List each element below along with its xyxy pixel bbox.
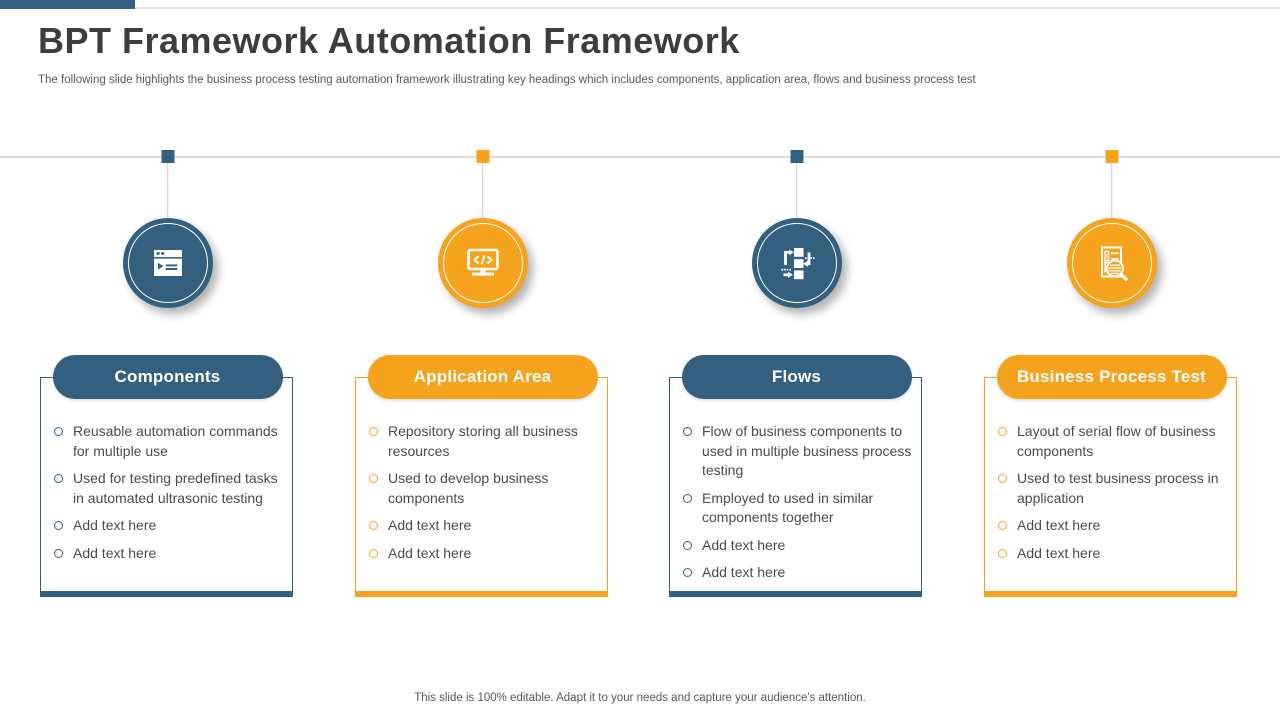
- column-header-label: Application Area: [413, 367, 552, 386]
- bullet-marker: [54, 521, 63, 530]
- flows-icon-badge: [751, 218, 842, 308]
- list-item: Add text here: [54, 516, 284, 536]
- terminal-window-icon: [153, 250, 182, 276]
- bullet-text: Repository storing all business resource…: [388, 423, 578, 459]
- column-card-flows: Flow of business components to used in m…: [669, 377, 922, 597]
- list-item: Repository storing all business resource…: [369, 422, 599, 461]
- column-card-business-process-test: Layout of serial flow of business compon…: [984, 377, 1237, 597]
- bullet-marker: [683, 493, 692, 503]
- bullet-text: Used to develop business components: [388, 470, 549, 506]
- bullet-marker: [54, 427, 63, 436]
- bullet-text: Used to test business process in applica…: [1017, 470, 1219, 506]
- list-item: Add text here: [683, 563, 913, 583]
- connector-square: [790, 150, 803, 163]
- bullet-text: Layout of serial flow of business compon…: [1017, 423, 1216, 459]
- bullet-text: Add text here: [702, 536, 786, 553]
- column-business-process-test: Business Process Test Layout of serial f…: [954, 0, 1269, 630]
- column-application-area: Application Area Repository storing all …: [325, 0, 640, 630]
- bullet-list: Reusable automation commands for multipl…: [41, 378, 292, 563]
- bullet-text: Flow of business components to used in m…: [702, 423, 912, 478]
- column-card-components: Reusable automation commands for multipl…: [40, 377, 293, 597]
- list-item: Add text here: [998, 516, 1228, 536]
- components-icon-badge: [122, 218, 213, 308]
- list-item: Reusable automation commands for multipl…: [54, 422, 284, 461]
- bullet-list: Flow of business components to used in m…: [670, 378, 921, 583]
- column-header-label: Flows: [771, 367, 822, 386]
- list-item: Used to test business process in applica…: [998, 469, 1228, 508]
- bullet-text: Add text here: [1017, 517, 1101, 533]
- bullet-text: Used for testing predefined tasks in aut…: [73, 470, 278, 506]
- bullet-marker: [683, 540, 692, 550]
- connector-square: [476, 150, 489, 163]
- top-accent-bar: [0, 0, 135, 9]
- page-title: BPT Framework Automation Framework: [38, 20, 740, 61]
- connector-line: [481, 163, 484, 219]
- list-item: Used for testing predefined tasks in aut…: [54, 469, 284, 508]
- connector-square: [161, 150, 174, 163]
- bullet-marker: [998, 548, 1007, 558]
- bullet-marker: [683, 427, 692, 436]
- bullet-marker: [369, 548, 378, 558]
- list-item: Add text here: [369, 516, 599, 536]
- bullet-text: Add text here: [73, 544, 157, 561]
- column-header-label: Business Process Test: [1016, 367, 1207, 386]
- bullet-text: Add text here: [1017, 544, 1101, 561]
- list-item: Add text here: [683, 536, 913, 556]
- top-divider-line: [0, 7, 1280, 9]
- list-item: Add text here: [998, 544, 1228, 564]
- bullet-marker: [998, 521, 1007, 530]
- column-header-label: Components: [114, 367, 221, 386]
- column-header-components: Components: [52, 355, 283, 399]
- bullet-list: Layout of serial flow of business compon…: [985, 378, 1236, 563]
- slide-subtitle: The following slide highlights the busin…: [38, 74, 976, 86]
- connector-line: [1110, 163, 1113, 219]
- list-item: Employed to used in similar components t…: [683, 489, 913, 528]
- column-components: Components Reusable automation commands …: [10, 0, 325, 630]
- bullet-list: Repository storing all business resource…: [356, 378, 607, 563]
- list-item: Add text here: [369, 544, 599, 564]
- monitor-code-icon: [466, 248, 499, 276]
- list-item: Used to develop business components: [369, 469, 599, 508]
- bullet-marker: [369, 427, 378, 436]
- bullet-text: Add text here: [73, 517, 157, 533]
- bullet-text: Employed to used in similar components t…: [702, 489, 874, 526]
- list-item: Flow of business components to used in m…: [683, 422, 913, 481]
- column-header-business-process-test: Business Process Test: [996, 355, 1227, 399]
- bullet-text: Add text here: [388, 544, 472, 561]
- list-item: Layout of serial flow of business compon…: [998, 422, 1228, 461]
- connector-line: [795, 163, 798, 219]
- list-item: Add text here: [54, 544, 284, 564]
- connector-line: [166, 163, 169, 219]
- bullet-marker: [54, 474, 63, 483]
- column-card-application-area: Repository storing all business resource…: [355, 377, 608, 597]
- checklist-magnifier-icon: [1100, 246, 1128, 281]
- business-process-test-icon-badge: [1066, 218, 1157, 308]
- connector-square: [1105, 150, 1118, 163]
- bullet-marker: [369, 474, 378, 483]
- bullet-marker: [54, 548, 63, 558]
- footer-note: This slide is 100% editable. Adapt it to…: [414, 692, 866, 704]
- bullet-marker: [683, 568, 692, 577]
- bullet-marker: [369, 521, 378, 530]
- bullet-text: Reusable automation commands for multipl…: [73, 423, 278, 459]
- bullet-marker: [998, 474, 1007, 483]
- bullet-marker: [998, 427, 1007, 436]
- timeline-divider: [0, 156, 1280, 158]
- column-flows: Flows Flow of business components to use…: [639, 0, 954, 630]
- column-header-flows: Flows: [681, 355, 912, 399]
- column-header-application-area: Application Area: [367, 355, 598, 399]
- bullet-text: Add text here: [702, 564, 786, 580]
- bullet-text: Add text here: [388, 517, 472, 533]
- flowchart-icon: [781, 248, 814, 280]
- application-area-icon-badge: [437, 218, 528, 308]
